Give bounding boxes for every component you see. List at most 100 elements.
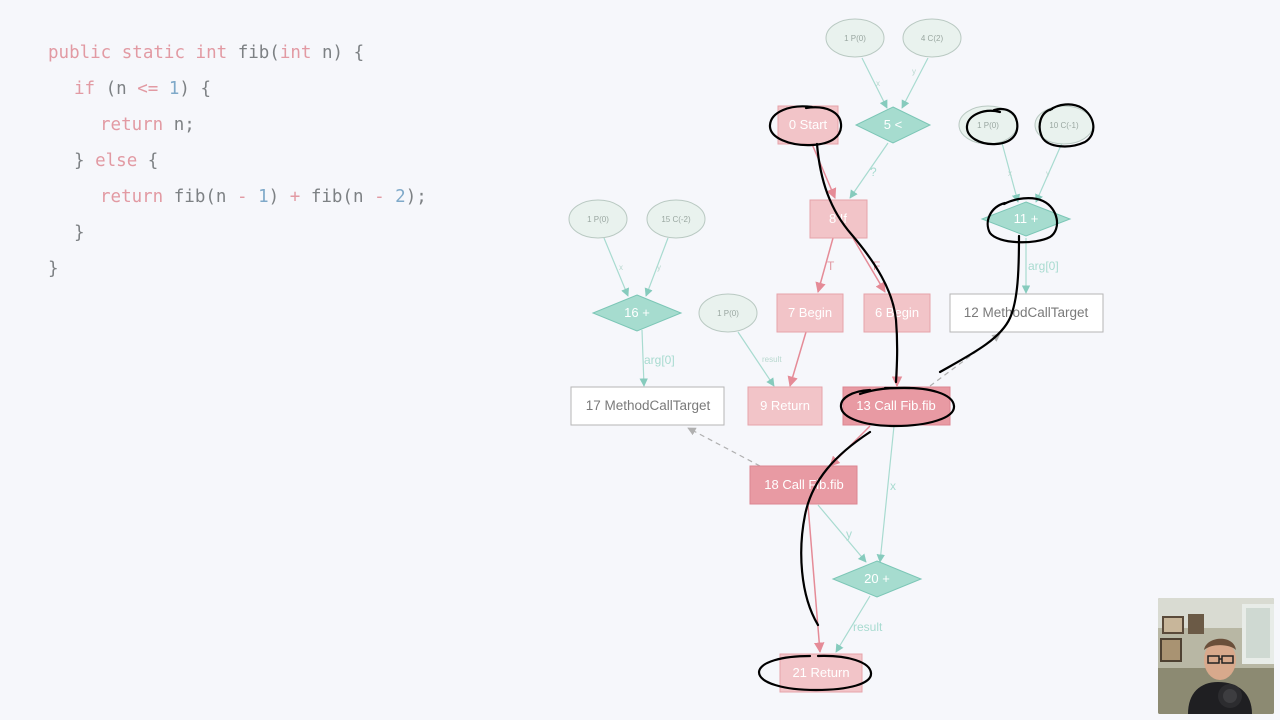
- code-token: +: [289, 187, 301, 207]
- node-label: 1 P(0): [717, 309, 739, 318]
- code-token: }: [74, 223, 85, 243]
- node-label: 8 If: [829, 211, 847, 226]
- node-label: 21 Return: [792, 665, 849, 680]
- node-label: 18 Call Fib.fib: [764, 477, 843, 492]
- node-shape: [809, 199, 868, 239]
- node-label: 1 P(0): [844, 34, 866, 43]
- node-p0-top[interactable]: 1 P(0): [825, 18, 885, 58]
- node-shape: [831, 560, 923, 598]
- node-shape: [776, 293, 844, 333]
- node-label: 5 <: [884, 117, 902, 132]
- code-token: else: [95, 151, 138, 171]
- edge-if-begin6: [852, 237, 886, 293]
- node-plus20[interactable]: 20 +: [831, 560, 923, 598]
- presenter-video-icon: [1158, 598, 1274, 714]
- node-call13[interactable]: 13 Call Fib.fib: [842, 386, 951, 426]
- node-p0-left[interactable]: 1 P(0): [568, 199, 628, 239]
- node-shape: [825, 18, 885, 58]
- node-label: 15 C(-2): [661, 215, 691, 224]
- code-token: <=: [137, 79, 159, 99]
- edge-label: y: [1046, 169, 1050, 178]
- node-label: 6 Begin: [875, 305, 919, 320]
- edge-call18-mct17: [687, 427, 761, 467]
- code-token: {: [147, 151, 159, 171]
- node-mct12[interactable]: 12 MethodCallTarget: [949, 293, 1104, 333]
- node-shape: [854, 106, 932, 144]
- node-start[interactable]: 0 Start: [777, 105, 839, 145]
- edge-label: T: [827, 259, 835, 273]
- webcam-presenter-thumbnail: [1158, 598, 1274, 714]
- code-token: ): [268, 187, 280, 207]
- ink-circle-plus11: [986, 197, 1059, 244]
- edge-label: x: [619, 263, 623, 272]
- node-label: 16 +: [624, 305, 650, 320]
- code-token: n) {: [322, 43, 365, 63]
- node-plus16[interactable]: 16 +: [591, 294, 683, 332]
- node-ret9[interactable]: 9 Return: [747, 386, 823, 426]
- node-shape: [777, 105, 839, 145]
- code-token: if: [74, 79, 96, 99]
- node-label: 1 P(0): [977, 121, 999, 130]
- node-call18[interactable]: 18 Call Fib.fib: [749, 465, 858, 505]
- edge-c2-lt: [901, 57, 929, 109]
- edge-p0-lt: [861, 57, 888, 109]
- edge-p0-plus16: [603, 237, 629, 297]
- node-label: 17 MethodCallTarget: [586, 398, 711, 413]
- node-if[interactable]: 8 If: [809, 199, 868, 239]
- ink-annotations: [757, 103, 1095, 692]
- node-shape: [591, 294, 683, 332]
- node-label: 11 +: [1014, 211, 1039, 226]
- node-plus11[interactable]: 11 +: [980, 201, 1072, 237]
- node-c2[interactable]: 4 C(2): [902, 18, 962, 58]
- code-line-2: if (n <= 1) {: [74, 78, 211, 100]
- ink-circle-start: [768, 105, 843, 147]
- code-line-1: public static int fib(int n) {: [48, 42, 364, 64]
- edge-label: x: [890, 479, 896, 493]
- code-token: fib(n: [310, 187, 364, 207]
- edge-call18-plus20: [817, 504, 867, 563]
- code-token: 2: [395, 187, 406, 207]
- code-token: -: [374, 187, 385, 207]
- edge-label: ?: [870, 165, 877, 179]
- node-label: 10 C(-1): [1049, 121, 1079, 130]
- node-mct17[interactable]: 17 MethodCallTarget: [570, 386, 725, 426]
- node-cm2[interactable]: 15 C(-2): [646, 199, 706, 239]
- edge-label: y: [912, 67, 916, 76]
- node-lt[interactable]: 5 <: [854, 106, 932, 144]
- ink-circle-cm1: [1038, 103, 1095, 148]
- edge-label: arg[0]: [1028, 259, 1059, 273]
- edge-label: x: [876, 79, 880, 88]
- edge-lt-if: [849, 142, 889, 199]
- code-token: return: [100, 187, 164, 207]
- node-shape: [568, 199, 628, 239]
- edge-plus20-ret21: [835, 595, 871, 653]
- code-token: fib(n: [173, 187, 227, 207]
- ink-line-call13-to-ret21: [800, 430, 872, 627]
- edge-label: arg[0]: [644, 353, 675, 367]
- node-p0-mid[interactable]: 1 P(0): [698, 293, 758, 333]
- code-line-7: }: [48, 258, 59, 280]
- edge-start-if: [811, 143, 837, 199]
- node-shape: [698, 293, 758, 333]
- code-panel: public static int fib(int n) { if (n <= …: [0, 0, 560, 320]
- ink-circle-p0-right: [965, 107, 1019, 146]
- ink-line-plus11-to-call13: [938, 234, 1021, 374]
- node-label: 20 +: [864, 571, 890, 586]
- node-label: 1 P(0): [587, 215, 609, 224]
- code-token: public: [48, 43, 112, 63]
- code-token: (n: [105, 79, 127, 99]
- code-line-4: } else {: [74, 150, 158, 172]
- code-line-6: }: [74, 222, 85, 244]
- node-shape: [570, 386, 725, 426]
- code-token: ) {: [179, 79, 212, 99]
- code-line-3: return n;: [100, 114, 195, 136]
- node-label: 13 Call Fib.fib: [856, 398, 935, 413]
- code-token: 1: [168, 79, 180, 99]
- edge-call18-ret21: [807, 504, 825, 654]
- node-begin7[interactable]: 7 Begin: [776, 293, 844, 333]
- code-token: static: [121, 43, 185, 63]
- code-token: n;: [173, 115, 195, 135]
- edge-p0-ret9: [737, 331, 775, 387]
- node-ret21[interactable]: 21 Return: [779, 653, 863, 693]
